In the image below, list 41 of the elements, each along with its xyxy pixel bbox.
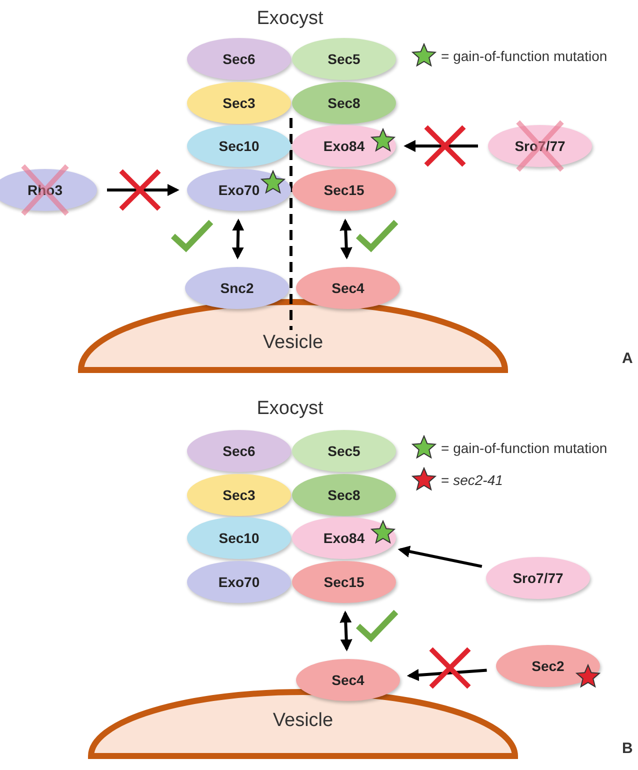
panel-letter: A bbox=[622, 350, 633, 367]
vesicle-label: Vesicle bbox=[272, 710, 334, 732]
panel-letter: B bbox=[622, 740, 633, 757]
protein-ellipse: Sec8 bbox=[292, 474, 396, 516]
protein-ellipse: Sec4 bbox=[296, 659, 400, 701]
arrow bbox=[398, 546, 482, 568]
protein-ellipse: Exo84 bbox=[292, 125, 396, 167]
protein-ellipse: Sec15 bbox=[292, 169, 396, 211]
title-text: Exocyst bbox=[256, 398, 324, 420]
protein-ellipse: Exo70 bbox=[187, 561, 291, 603]
arrow bbox=[406, 668, 487, 682]
protein-ellipse: Sro7/77 bbox=[486, 557, 590, 599]
arrow bbox=[232, 218, 244, 260]
arrow bbox=[107, 184, 180, 196]
legend-text: = gain-of-function mutation bbox=[441, 48, 608, 64]
protein-ellipse: Sec10 bbox=[187, 125, 291, 167]
protein-ellipse: Exo70 bbox=[187, 169, 291, 211]
protein-ellipse: Exo84 bbox=[292, 517, 396, 559]
legend-text: = sec2-41 bbox=[441, 472, 503, 488]
vesicle-shape bbox=[88, 686, 518, 756]
protein-ellipse: Sec3 bbox=[187, 474, 291, 516]
protein-ellipse: Rho3 bbox=[0, 169, 97, 211]
protein-ellipse: Sec4 bbox=[296, 267, 400, 309]
arrow bbox=[340, 610, 352, 652]
arrow bbox=[404, 140, 478, 152]
title-text: Exocyst bbox=[256, 8, 324, 30]
protein-ellipse: Sec10 bbox=[187, 517, 291, 559]
protein-ellipse: Sro7/77 bbox=[488, 125, 592, 167]
protein-ellipse: Sec8 bbox=[292, 82, 396, 124]
protein-ellipse: Sec6 bbox=[187, 38, 291, 80]
protein-ellipse: Sec3 bbox=[187, 82, 291, 124]
protein-ellipse: Snc2 bbox=[185, 267, 289, 309]
protein-ellipse: Sec5 bbox=[292, 430, 396, 472]
vesicle-label: Vesicle bbox=[262, 332, 324, 354]
protein-ellipse: Sec5 bbox=[292, 38, 396, 80]
vesicle-shape bbox=[78, 296, 508, 370]
protein-ellipse: Sec2 bbox=[496, 645, 600, 687]
protein-ellipse: Sec15 bbox=[292, 561, 396, 603]
arrow bbox=[340, 218, 352, 260]
legend-text: = gain-of-function mutation bbox=[441, 440, 608, 456]
protein-ellipse: Sec6 bbox=[187, 430, 291, 472]
